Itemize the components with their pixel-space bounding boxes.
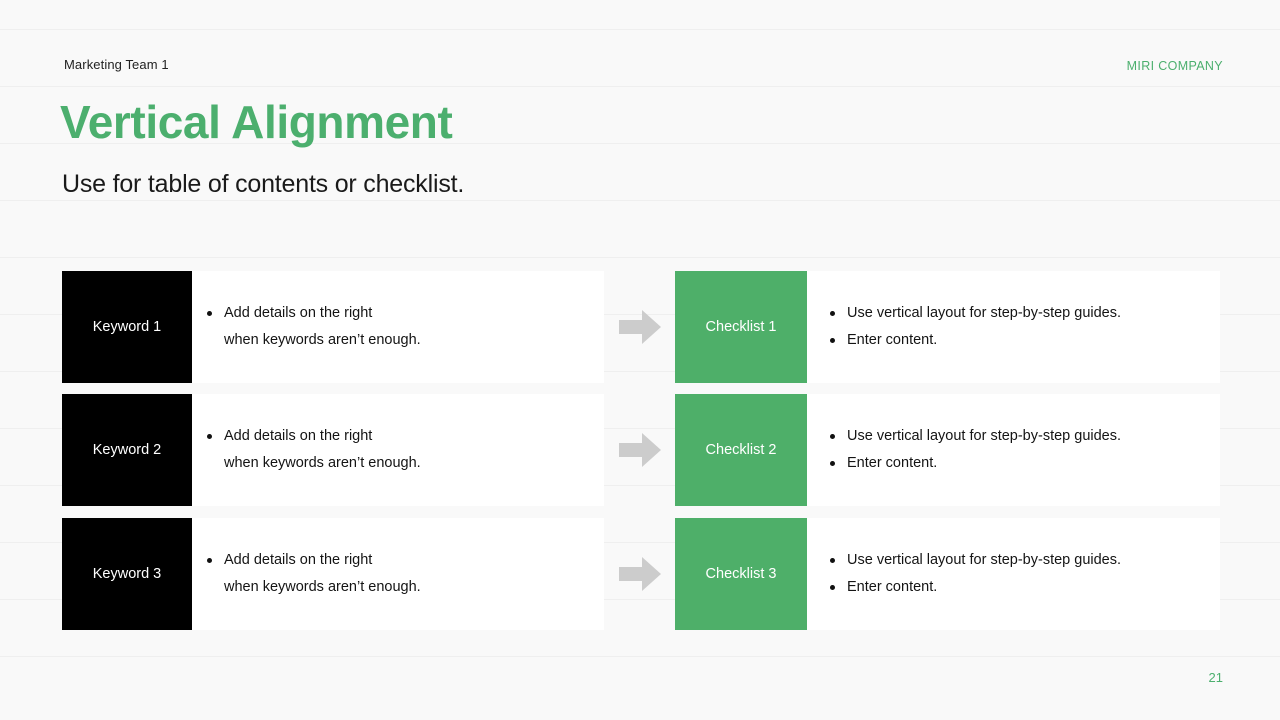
detail-card[interactable]: Add details on the right when keywords a…	[192, 394, 604, 506]
keyword-box[interactable]: Keyword 3	[62, 518, 192, 630]
detail-line-2: when keywords aren’t enough.	[224, 579, 421, 595]
detail-line-1: Add details on the right	[224, 305, 373, 322]
keyword-box[interactable]: Keyword 2	[62, 394, 192, 506]
content-row: Keyword 1 Add details on the right when …	[62, 271, 1220, 383]
arrow-cell	[604, 394, 675, 506]
checklist-box[interactable]: Checklist 1	[675, 271, 807, 383]
keyword-label: Keyword 1	[92, 319, 162, 335]
page-title: Vertical Alignment	[60, 96, 453, 148]
detail-bullet-list: Add details on the right when keywords a…	[192, 300, 421, 354]
detail-card[interactable]: Add details on the right when keywords a…	[192, 271, 604, 383]
list-item: Use vertical layout for step-by-step gui…	[830, 300, 1121, 327]
arrow-right-icon	[618, 433, 661, 467]
arrow-right-icon	[618, 557, 661, 591]
checklist-bullet-list: Use vertical layout for step-by-step gui…	[807, 423, 1121, 477]
checklist-label: Checklist 2	[705, 442, 777, 458]
page-subtitle: Use for table of contents or checklist.	[62, 170, 465, 198]
checklist-bullet-list: Use vertical layout for step-by-step gui…	[807, 300, 1121, 354]
keyword-label: Keyword 3	[92, 566, 162, 582]
header-company-label: MIRI COMPANY	[1126, 59, 1223, 73]
list-item: Enter content.	[830, 574, 1121, 601]
page-number: 21	[1208, 670, 1223, 685]
detail-bullet-list: Add details on the right when keywords a…	[192, 423, 421, 477]
keyword-box[interactable]: Keyword 1	[62, 271, 192, 383]
list-item: Enter content.	[830, 327, 1121, 354]
keyword-label: Keyword 2	[92, 442, 162, 458]
list-item: Add details on the right when keywords a…	[207, 547, 421, 601]
checklist-card[interactable]: Use vertical layout for step-by-step gui…	[807, 518, 1220, 630]
checklist-label: Checklist 3	[705, 566, 777, 582]
detail-card[interactable]: Add details on the right when keywords a…	[192, 518, 604, 630]
arrow-right-icon	[618, 310, 661, 344]
list-item: Use vertical layout for step-by-step gui…	[830, 547, 1121, 574]
content-row: Keyword 2 Add details on the right when …	[62, 394, 1220, 506]
checklist-box[interactable]: Checklist 3	[675, 518, 807, 630]
checklist-label: Checklist 1	[705, 319, 777, 335]
detail-line-1: Add details on the right	[224, 428, 373, 445]
list-item: Enter content.	[830, 450, 1121, 477]
detail-line-1: Add details on the right	[224, 552, 373, 569]
header-team-label: Marketing Team 1	[64, 57, 169, 72]
content-row: Keyword 3 Add details on the right when …	[62, 518, 1220, 630]
checklist-bullet-list: Use vertical layout for step-by-step gui…	[807, 547, 1121, 601]
list-item: Add details on the right when keywords a…	[207, 423, 421, 477]
detail-line-2: when keywords aren’t enough.	[224, 455, 421, 471]
detail-bullet-list: Add details on the right when keywords a…	[192, 547, 421, 601]
arrow-cell	[604, 271, 675, 383]
checklist-box[interactable]: Checklist 2	[675, 394, 807, 506]
checklist-card[interactable]: Use vertical layout for step-by-step gui…	[807, 394, 1220, 506]
detail-line-2: when keywords aren’t enough.	[224, 332, 421, 348]
list-item: Use vertical layout for step-by-step gui…	[830, 423, 1121, 450]
list-item: Add details on the right when keywords a…	[207, 300, 421, 354]
checklist-card[interactable]: Use vertical layout for step-by-step gui…	[807, 271, 1220, 383]
arrow-cell	[604, 518, 675, 630]
